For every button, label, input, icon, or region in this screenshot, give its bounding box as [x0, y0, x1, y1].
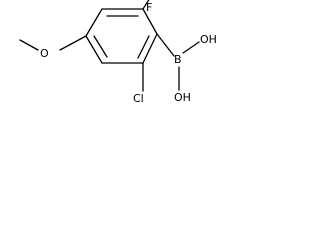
- hydroxyl-bottom-label: OH: [174, 91, 191, 104]
- bond-ring-to-fluorine: [142, 0, 150, 10]
- hydroxyl-top-label: OH: [200, 33, 217, 46]
- ring-bond-upper-left: [85, 8, 103, 37]
- bond-ring-to-boron: [156, 33, 175, 57]
- bond-ring-to-methoxy-oxygen: [59, 35, 87, 51]
- fluorine-label: F: [146, 1, 152, 14]
- benzene-ring: [85, 8, 158, 64]
- ring-bond-lower-left-inner: [93, 35, 108, 58]
- bond-oxygen-to-methyl: [19, 39, 39, 51]
- bond-boron-to-top-oh: [182, 41, 200, 54]
- ring-bond-upper-right: [142, 8, 158, 35]
- methoxy-oxygen-label: O: [40, 47, 49, 60]
- structure-canvas: F B OH OH Cl O: [0, 0, 230, 138]
- chemical-structure-diagram: F B OH OH Cl O: [19, 0, 217, 105]
- ring-bond-lower-right: [142, 33, 158, 64]
- ring-bond-lower-right-inner: [137, 35, 150, 59]
- chlorine-label: Cl: [133, 92, 144, 105]
- ring-bond-lower-left: [85, 35, 103, 64]
- boron-label: B: [174, 53, 182, 66]
